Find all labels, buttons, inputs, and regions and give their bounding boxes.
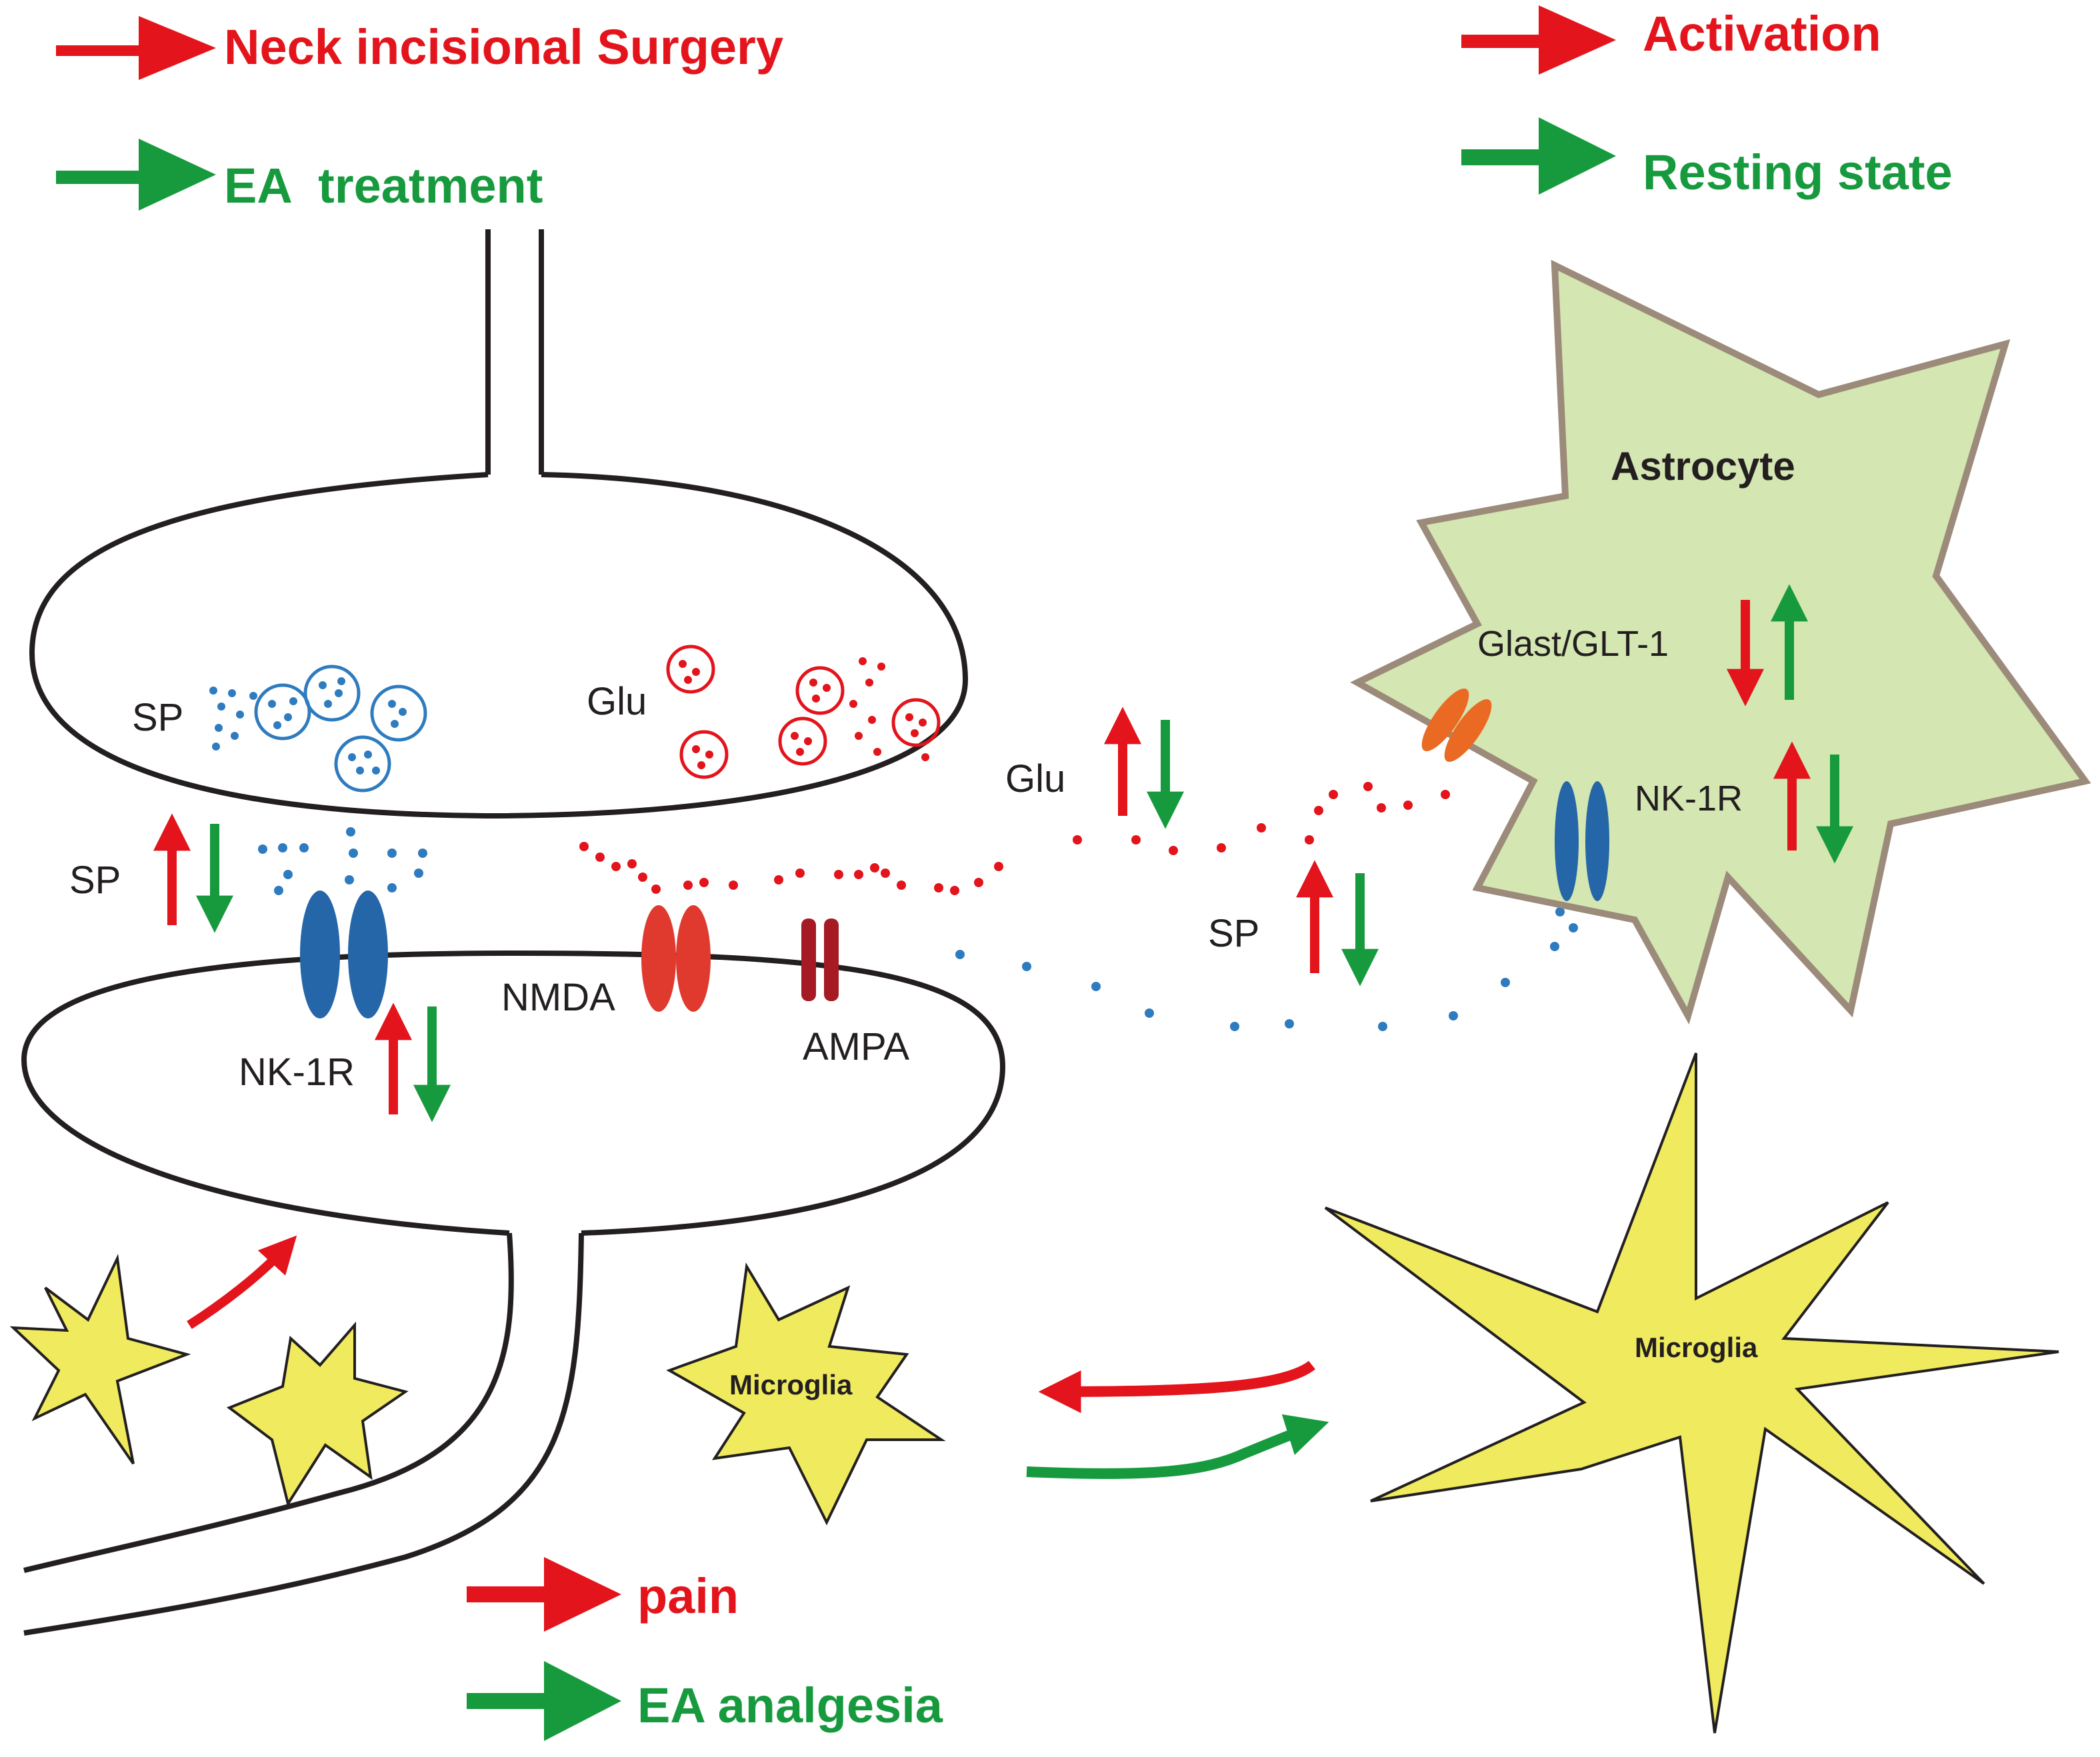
legend-ea-treatment: EA treatment [56,139,543,213]
microglia-small-right [666,1262,946,1526]
presynaptic-terminal [29,229,969,819]
microglia-small-left [9,1254,191,1465]
ampa-receptor [801,918,839,1001]
sp-cleft-label: SP [69,859,121,902]
surgery-label: Neck incisional Surgery [224,19,783,75]
glu-vesicle-dots [679,657,929,769]
green-legend-arrow [56,139,216,211]
red-legend-arrow [56,16,216,80]
nk1r-receptor-astro [1555,781,1609,901]
red-legend-arrow [467,1557,621,1632]
legend-activation: Activation [1461,5,1881,75]
astrocyte-cell [1350,259,2091,1024]
sp-middle-label: SP [1208,912,1259,955]
green-legend-arrow [467,1661,621,1741]
microglia-small-middle [226,1321,409,1508]
analgesia-label: EA analgesia [637,1678,943,1733]
resting-label: Resting state [1643,145,1953,200]
legend-resting: Resting state [1461,117,1953,200]
astrocyte-label: Astrocyte [1611,444,1795,489]
sp-vesicles [254,665,427,793]
postsynaptic-neuron [21,950,1006,1636]
ampa-label: AMPA [803,1025,909,1068]
glast-transporter [1421,688,1492,763]
glast-label: Glast/GLT-1 [1477,624,1669,664]
microglia-activation-arrow [1026,1414,1329,1479]
green-legend-arrow [1461,117,1616,195]
glu-vesicles [666,645,941,779]
pain-label: pain [637,1568,739,1624]
legend-surgery: Neck incisional Surgery [56,16,783,80]
nmda-label: NMDA [501,976,615,1019]
legend-analgesia: EA analgesia [467,1661,943,1741]
activation-label: Activation [1643,6,1881,61]
nmda-receptor [641,905,711,1012]
microglia-to-neuron-arrow [187,1235,297,1329]
nk1r-receptor-post [300,890,388,1018]
legend-pain: pain [467,1557,739,1632]
red-legend-arrow [1461,5,1616,75]
nk1r-astro-label: NK-1R [1635,779,1743,819]
sp-vesicle-label: SP [132,696,183,739]
sp-vesicle-dots [209,677,407,775]
microglia-large-label: Microglia [1635,1332,1758,1363]
cleft-sp-dots [258,827,427,895]
glu-vesicle-label: Glu [587,680,647,723]
nk1r-post-label: NK-1R [239,1050,355,1094]
microglia-deactivation-arrow [1038,1360,1315,1413]
sp-path-dots [955,907,1578,1031]
ea-treatment-label: EA treatment [224,158,543,213]
microglia-small-label: Microglia [729,1369,853,1400]
microglia-large [1324,1052,2059,1734]
glu-middle-label: Glu [1005,757,1065,801]
